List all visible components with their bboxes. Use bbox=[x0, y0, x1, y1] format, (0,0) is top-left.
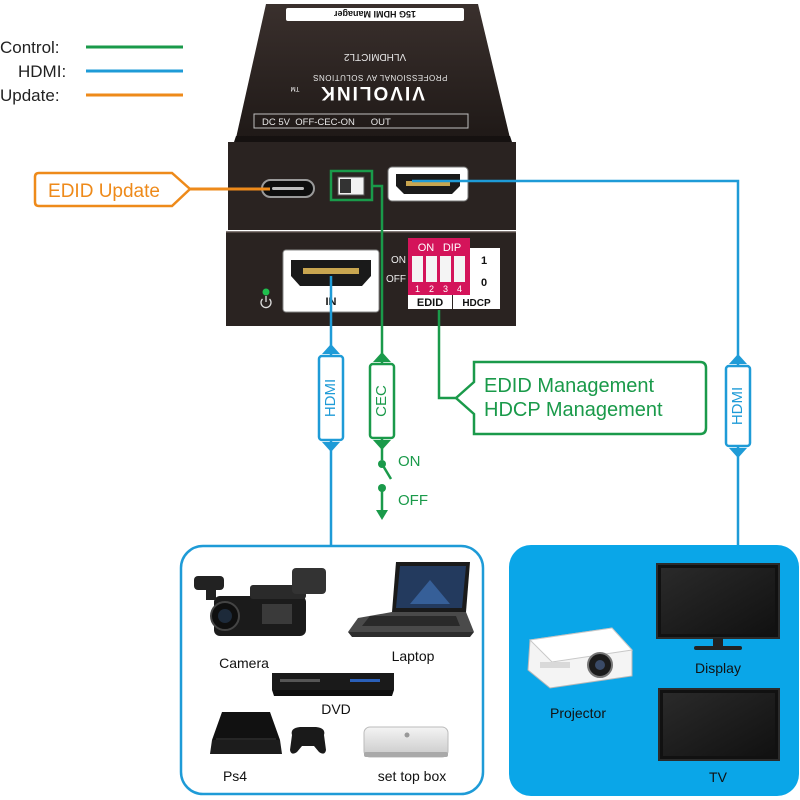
hdmi-manager-device: 15G HDMI Manager VLHDMICTL2 PROFESSIONAL… bbox=[234, 4, 512, 142]
camera-image bbox=[194, 568, 326, 636]
hdmi-right-badge: HDMI bbox=[724, 354, 752, 458]
power-led bbox=[262, 288, 270, 296]
hdmi-right-badge-box bbox=[724, 364, 752, 448]
edid-management-tag bbox=[454, 360, 708, 436]
dip-switch-4[interactable] bbox=[454, 256, 465, 282]
cec-switch-on-label: ON bbox=[398, 453, 421, 470]
hdcp-label: HDCP bbox=[462, 298, 491, 309]
legend-update-label: Update: bbox=[0, 86, 60, 105]
laptop-label: Laptop bbox=[392, 648, 435, 664]
hdmi-left-badge-text: HDMI bbox=[322, 379, 339, 417]
projector-image bbox=[527, 627, 633, 689]
cec-on-off-switch: ON OFF bbox=[376, 453, 428, 520]
hdmi-left-badge-bottom-arrow bbox=[322, 442, 340, 452]
cec-switch-lever bbox=[380, 463, 393, 480]
dvd-label: DVD bbox=[321, 701, 351, 717]
cec-switch-arrow bbox=[376, 510, 388, 520]
name-plate-text: 15G HDMI Manager bbox=[333, 9, 416, 19]
hdmi-in-port-pins bbox=[303, 268, 359, 274]
dip-header-dip: DIP bbox=[443, 242, 461, 254]
cec-badge: CEC bbox=[368, 352, 396, 450]
dip-header-on: ON bbox=[418, 242, 435, 254]
device-top-edge bbox=[234, 136, 512, 142]
dip-level-tab bbox=[470, 248, 500, 295]
device-tagline: PROFESSIONAL AV SOLUTIONS bbox=[313, 73, 448, 82]
hdmi-left-badge: HDMI bbox=[317, 344, 345, 452]
port-label-text: DC 5V OFF-CEC-ON OUT bbox=[262, 117, 391, 128]
dip-number-3: 3 bbox=[443, 284, 448, 294]
edid-label: EDID bbox=[417, 297, 443, 309]
device-brand: VIVOLINK bbox=[319, 82, 425, 103]
dip-switch-1[interactable] bbox=[412, 256, 423, 282]
display-devices-panel: Projector Display TV bbox=[509, 545, 799, 796]
device-model: VLHDMICTL2 bbox=[343, 51, 406, 62]
hdmi-right-badge-text: HDMI bbox=[729, 387, 746, 425]
dip-number-1: 1 bbox=[415, 284, 420, 294]
source-devices-panel: Camera Laptop DVD Ps4 bbox=[179, 544, 485, 796]
ps4-image bbox=[210, 712, 326, 754]
name-plate bbox=[286, 8, 464, 21]
display-label: Display bbox=[695, 660, 741, 676]
cec-switch-off-label: OFF bbox=[398, 492, 428, 509]
set-top-box-image bbox=[363, 726, 449, 758]
legend-hdmi-label: HDMI: bbox=[18, 62, 66, 81]
cec-badge-top-arrow bbox=[373, 352, 391, 362]
tv-label: TV bbox=[709, 769, 728, 785]
legend: Control: HDMI: Update: bbox=[0, 38, 183, 105]
port-label-strip bbox=[253, 113, 469, 129]
hdmi-right-badge-bottom-arrow bbox=[729, 448, 747, 458]
dip-level-high: 1 bbox=[481, 255, 487, 267]
legend-control-label: Control: bbox=[0, 38, 60, 57]
camera-label: Camera bbox=[219, 655, 269, 671]
tv-image bbox=[658, 688, 780, 761]
edid-update-tag bbox=[33, 171, 192, 208]
cec-badge-text: CEC bbox=[373, 385, 390, 417]
projector-label: Projector bbox=[550, 705, 606, 721]
edid-update-text: EDID Update bbox=[48, 181, 160, 202]
dip-switch-3[interactable] bbox=[440, 256, 451, 282]
device-trademark: TM bbox=[291, 85, 300, 91]
dip-number-4: 4 bbox=[457, 284, 462, 294]
laptop-image bbox=[348, 562, 474, 637]
dip-off-side-label: OFF bbox=[386, 274, 406, 285]
device-input-face: IN ON OFF ON DIP 1 2 3 4 1 0 EDID HDCP bbox=[226, 231, 516, 326]
edid-control-line bbox=[437, 310, 456, 400]
dvd-player-image bbox=[272, 673, 394, 696]
cec-badge-bottom-arrow bbox=[373, 440, 391, 450]
edid-management-text: EDID Management bbox=[484, 375, 655, 397]
cec-badge-box bbox=[368, 362, 396, 440]
cec-slide-knob bbox=[340, 179, 351, 193]
dip-switches bbox=[412, 256, 465, 282]
dip-switch-2[interactable] bbox=[426, 256, 437, 282]
hdcp-management-text: HDCP Management bbox=[484, 399, 663, 421]
display-monitor-image bbox=[656, 563, 780, 650]
power-icon bbox=[260, 296, 272, 309]
dip-number-2: 2 bbox=[429, 284, 434, 294]
edid-label-box bbox=[408, 295, 452, 309]
hdmi-left-badge-box bbox=[317, 354, 345, 442]
edid-update-callout: EDID Update bbox=[33, 171, 270, 208]
hdmi-left-badge-top-arrow bbox=[322, 344, 340, 354]
settop-label: set top box bbox=[378, 768, 447, 784]
hdcp-label-box bbox=[453, 295, 500, 309]
device-top-panel bbox=[236, 4, 510, 138]
ps4-label: Ps4 bbox=[223, 768, 247, 784]
dip-on-side-label: ON bbox=[391, 255, 406, 266]
usb-c-port-inner bbox=[272, 187, 304, 190]
hdmi-out-port-pins bbox=[406, 181, 450, 186]
hdmi-right-badge-top-arrow bbox=[729, 354, 747, 364]
dip-level-low: 0 bbox=[481, 277, 487, 289]
